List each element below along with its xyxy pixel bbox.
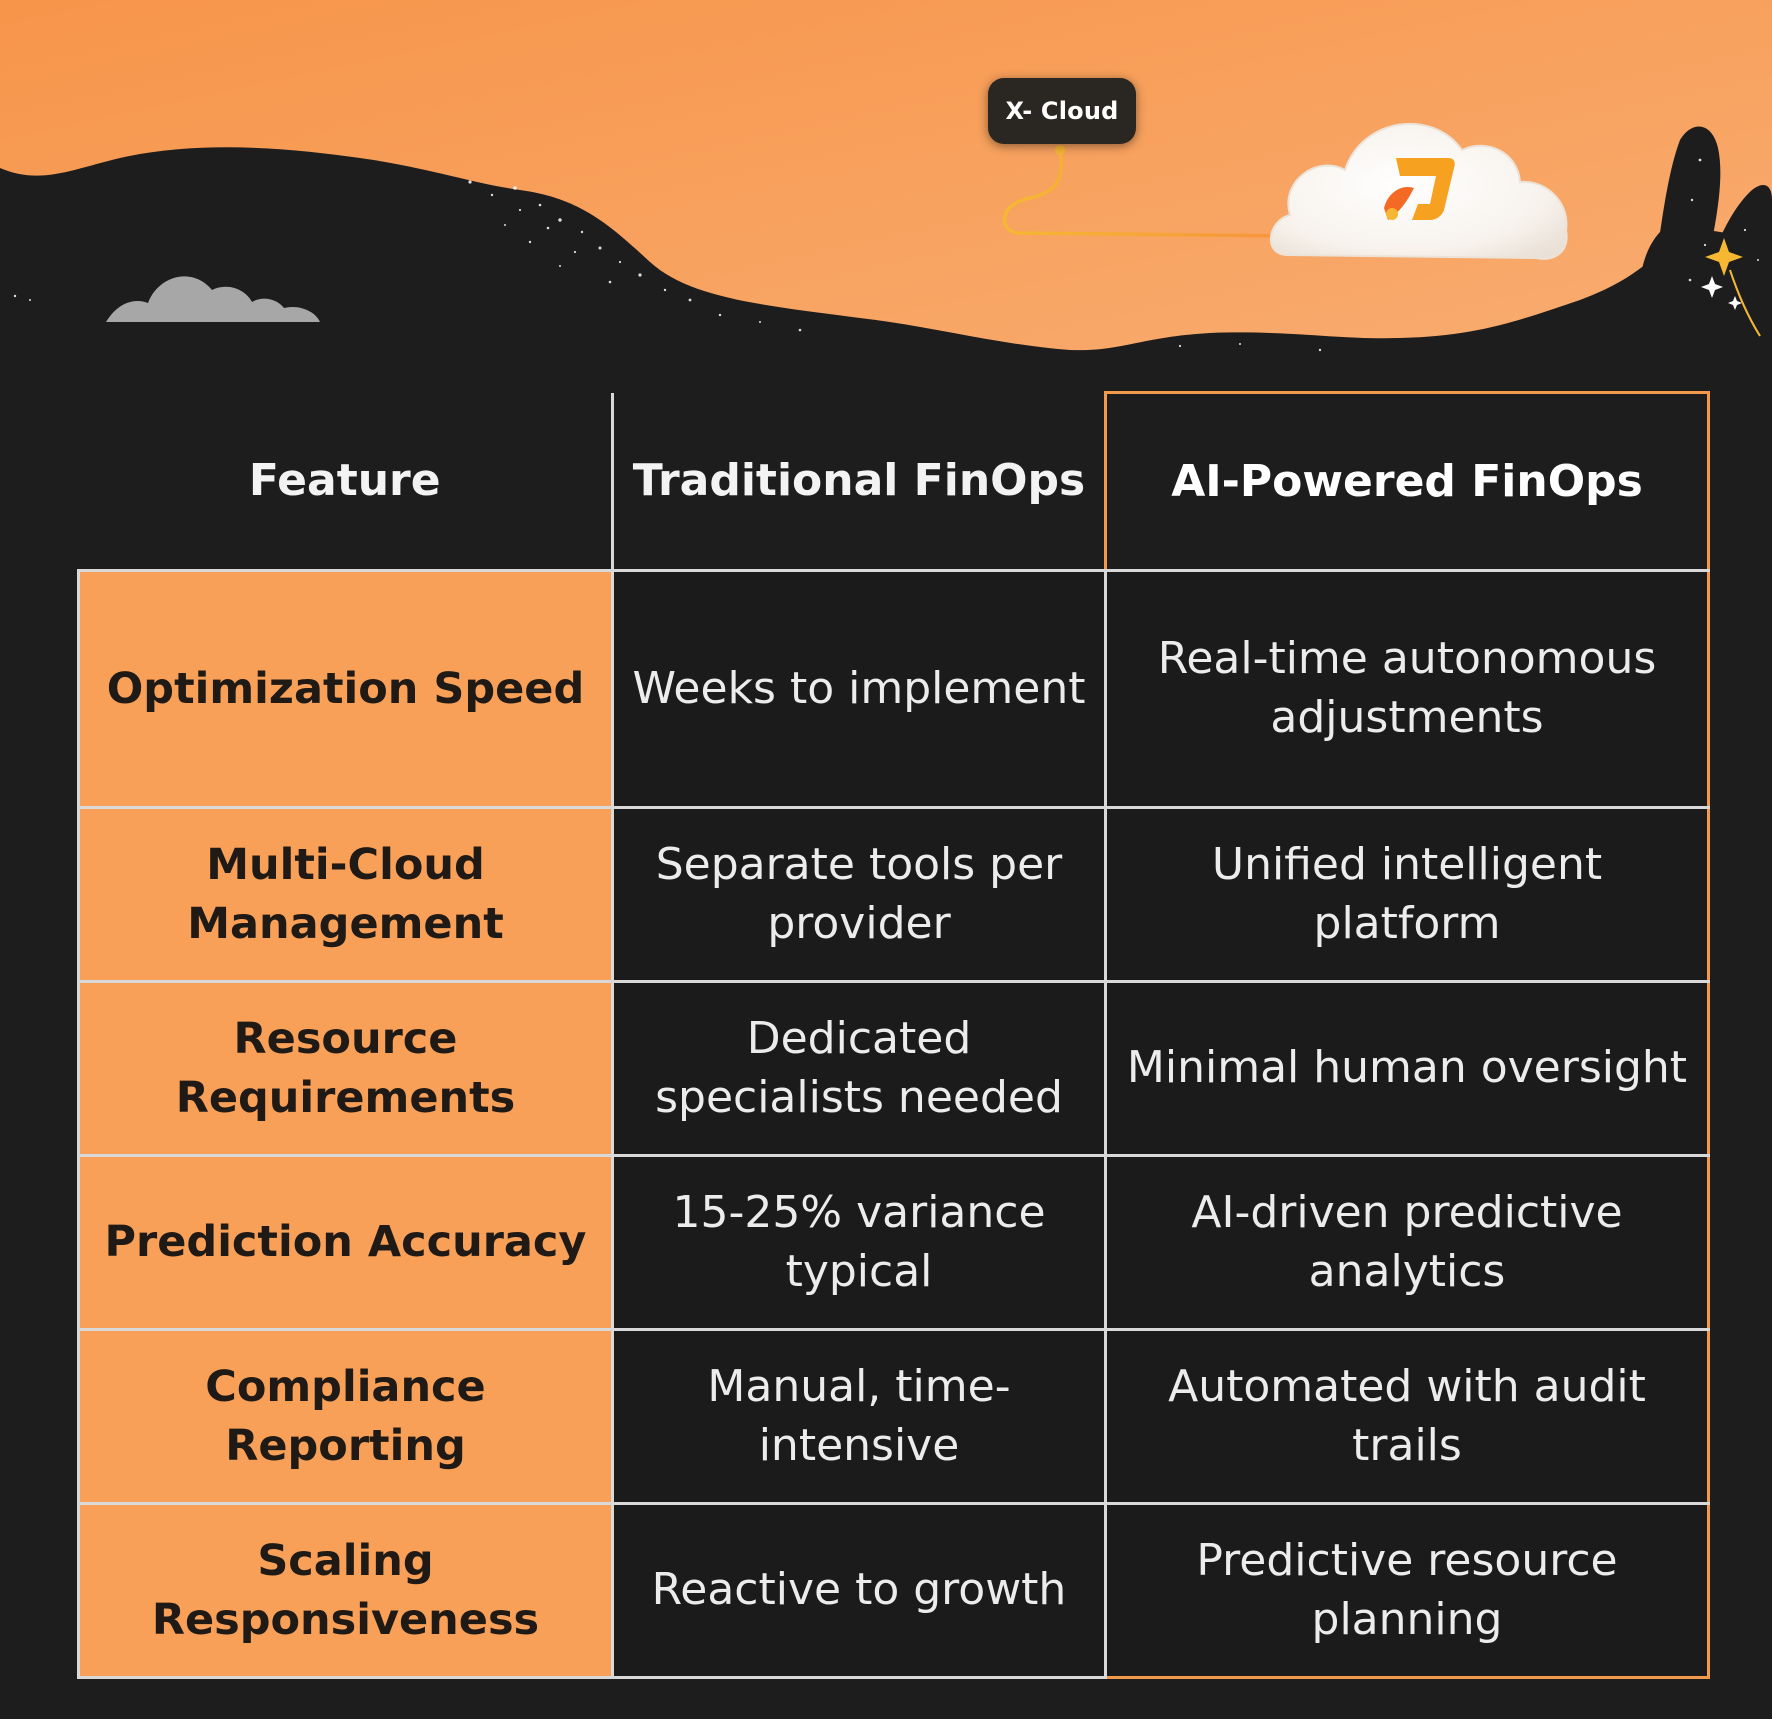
table-row: Optimization Speed Weeks to implement Re… (77, 569, 1710, 809)
traditional-cell: 15-25% variance typical (611, 1154, 1107, 1331)
feature-cell: Optimization Speed (77, 569, 614, 809)
feature-cell: Multi-Cloud Management (77, 806, 614, 983)
ai-cell: Real-time autonomous adjustments (1104, 569, 1710, 809)
feature-cell: Resource Requirements (77, 980, 614, 1157)
traditional-cell: Reactive to growth (611, 1502, 1107, 1679)
traditional-cell: Manual, time-intensive (611, 1328, 1107, 1505)
traditional-cell: Weeks to implement (611, 569, 1107, 809)
table-row: Resource Requirements Dedicated speciali… (77, 980, 1710, 1157)
table-row: Compliance Reporting Manual, time-intens… (77, 1328, 1710, 1505)
table-row: Scaling Responsiveness Reactive to growt… (77, 1502, 1710, 1679)
header-feature: Feature (78, 392, 613, 572)
xcloud-logo-icon (1384, 158, 1455, 220)
cloud-with-logo (1270, 122, 1568, 260)
feature-cell: Compliance Reporting (77, 1328, 614, 1505)
feature-cell: Scaling Responsiveness (77, 1502, 614, 1679)
traditional-cell: Dedicated specialists needed (611, 980, 1107, 1157)
traditional-cell: Separate tools per provider (611, 806, 1107, 983)
table-header-row: Feature Traditional FinOps AI-Powered Fi… (78, 391, 1710, 572)
header-ai-powered-finops: AI-Powered FinOps (1104, 391, 1710, 572)
sparkle-icon (1705, 238, 1743, 276)
ai-cell: Predictive resource planning (1104, 1502, 1710, 1679)
ai-cell: Unified intelligent platform (1104, 806, 1710, 983)
ai-cell: Minimal human oversight (1104, 980, 1710, 1157)
hills-silhouette (0, 147, 1772, 380)
comparison-table: Feature Traditional FinOps AI-Powered Fi… (77, 391, 1710, 1679)
hero-illustration (0, 0, 1772, 380)
cloud-icon (106, 276, 320, 322)
star-dust (13, 158, 1759, 352)
table-row: Multi-Cloud Management Separate tools pe… (77, 806, 1710, 983)
feature-cell: Prediction Accuracy (77, 1154, 614, 1331)
ai-cell: Automated with audit trails (1104, 1328, 1710, 1505)
x-cloud-badge: X- Cloud (988, 78, 1136, 144)
ai-cell: AI-driven predictive analytics (1104, 1154, 1710, 1331)
connector-wire (1002, 146, 1302, 238)
header-traditional-finops: Traditional FinOps (611, 392, 1106, 572)
table-row: Prediction Accuracy 15-25% variance typi… (77, 1154, 1710, 1331)
